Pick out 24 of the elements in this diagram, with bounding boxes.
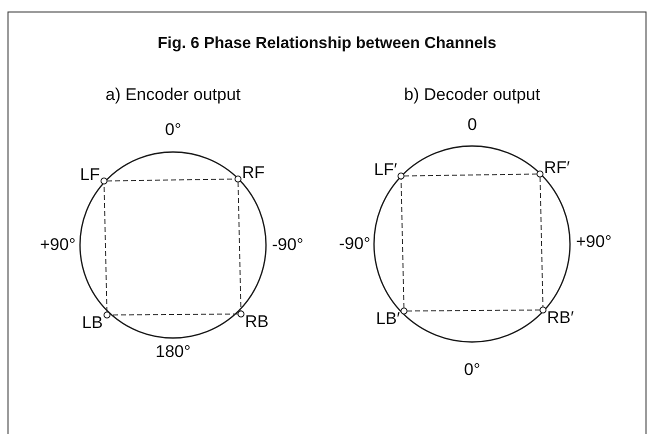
- angle-label: +90°: [40, 235, 76, 255]
- channel-label: LB: [82, 313, 103, 333]
- angle-label: 0: [468, 115, 477, 135]
- channel-label: RB: [245, 312, 269, 332]
- channel-label: RB′: [547, 308, 574, 328]
- figure-title: Fig. 6 Phase Relationship between Channels: [156, 34, 498, 54]
- channel-label: RF: [242, 163, 265, 183]
- dashed-line: [238, 182, 242, 312]
- channel-label: LF: [80, 165, 100, 185]
- angle-label: -90°: [272, 235, 304, 255]
- angle-label: 0°: [464, 360, 480, 380]
- angle-label: -90°: [339, 234, 370, 254]
- angle-label: 0°: [165, 120, 182, 140]
- dashed-line: [400, 178, 404, 308]
- channel-label: RF′: [544, 158, 570, 178]
- angle-label: 180°: [156, 342, 191, 362]
- channel-label: LF′: [374, 160, 398, 180]
- dashed-line: [404, 174, 538, 176]
- diagram-heading: a) Encoder output: [106, 85, 241, 105]
- angle-label: +90°: [576, 232, 612, 252]
- channel-label: LB′: [376, 309, 400, 329]
- dashed-line: [406, 310, 540, 312]
- diagram-heading: b) Decoder output: [404, 85, 540, 105]
- dashed-line: [540, 176, 544, 308]
